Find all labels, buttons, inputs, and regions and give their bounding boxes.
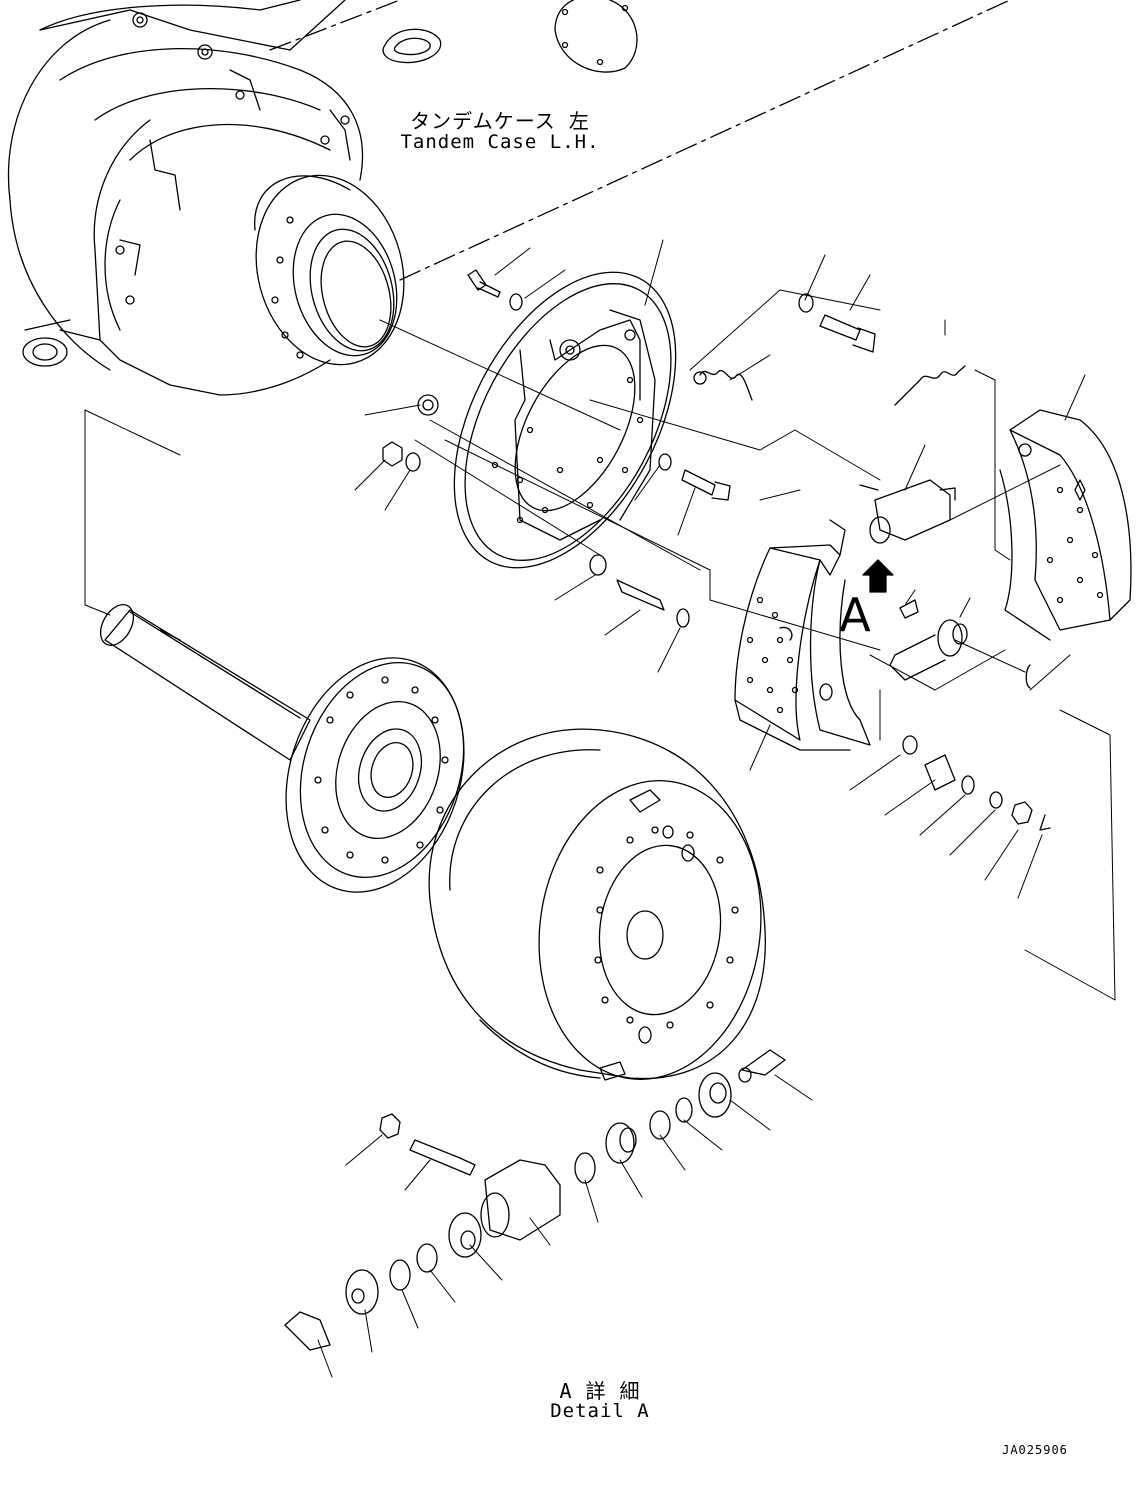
shoe-retainer-parts xyxy=(903,736,1050,830)
center-axis-line xyxy=(400,0,1010,280)
tandem-case-label-en: Tandem Case L.H. xyxy=(400,131,600,153)
tandem-case-label-jp: タンデムケース 左 xyxy=(410,109,590,133)
arrow-up-icon xyxy=(863,560,893,592)
detail-a-title-en: Detail A xyxy=(550,1400,650,1422)
axle-shaft xyxy=(94,599,310,760)
wheel-hub xyxy=(257,635,493,916)
reference-lines xyxy=(85,290,1115,1000)
detail-view-marker: A xyxy=(839,588,871,642)
detail-a-parts xyxy=(285,1050,785,1350)
wheel-cylinder-assembly xyxy=(860,480,955,543)
brake-shoe-front xyxy=(735,520,870,750)
tandem-case-housing xyxy=(8,0,637,395)
brake-shoe-rear xyxy=(1000,410,1131,640)
brake-drum xyxy=(429,729,780,1094)
backing-plate-hardware xyxy=(383,270,965,627)
detail-a-title-jp: A 詳 細 xyxy=(559,1379,641,1403)
leader-lines xyxy=(318,240,1085,1377)
brake-backing-plate xyxy=(409,236,722,605)
anchor-pin xyxy=(890,600,1030,688)
drawing-number: JA025906 xyxy=(1002,1443,1068,1457)
